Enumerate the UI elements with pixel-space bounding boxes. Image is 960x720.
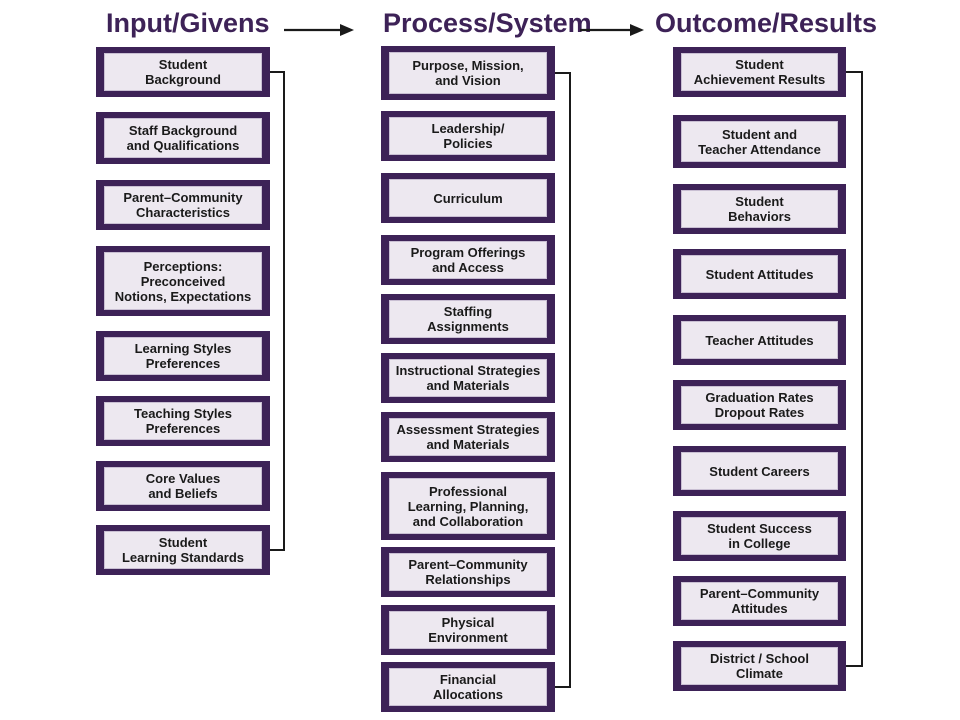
process-box-label: Professional Learning, Planning, and Col…	[407, 483, 529, 529]
outcome-box-3: Student Behaviors	[673, 184, 846, 234]
process-box-label: Parent–Community Relationships	[408, 557, 528, 587]
input-box-label: Core Values and Beliefs	[145, 471, 221, 501]
input-box-3: Parent–Community Characteristics	[96, 180, 270, 230]
process-box-10: Physical Environment	[381, 605, 555, 655]
process-box-label: Assessment Strategies and Materials	[396, 422, 540, 452]
process-box-2: Leadership/ Policies	[381, 111, 555, 161]
outcome-box-label: Parent–Community Attitudes	[699, 586, 820, 616]
input-box-6: Teaching Styles Preferences	[96, 396, 270, 446]
process-box-inner: Curriculum	[389, 179, 547, 217]
outcome-box-inner: Student and Teacher Attendance	[681, 121, 838, 162]
header-input-givens: Input/Givens	[106, 8, 270, 38]
process-box-inner: Physical Environment	[389, 611, 547, 649]
process-box-label: Curriculum	[433, 190, 503, 206]
input-box-inner: Teaching Styles Preferences	[104, 402, 262, 440]
input-box-1: Student Background	[96, 47, 270, 97]
process-box-label: Staffing Assignments	[427, 304, 509, 334]
process-box-inner: Purpose, Mission, and Vision	[389, 52, 547, 94]
process-bracket	[555, 72, 571, 688]
outcome-box-2: Student and Teacher Attendance	[673, 115, 846, 168]
arrow-process-to-outcome	[580, 24, 644, 36]
outcome-box-inner: Student Success in College	[681, 517, 838, 555]
input-box-label: Staff Background and Qualifications	[126, 123, 240, 153]
process-box-inner: Leadership/ Policies	[389, 117, 547, 155]
arrow-input-to-process	[284, 24, 354, 36]
input-box-4: Perceptions: Preconceived Notions, Expec…	[96, 246, 270, 316]
outcome-box-9: Parent–Community Attitudes	[673, 576, 846, 626]
outcome-box-inner: Student Achievement Results	[681, 53, 838, 91]
outcome-box-inner: Teacher Attitudes	[681, 321, 838, 359]
process-box-inner: Staffing Assignments	[389, 300, 547, 338]
input-box-label: Perceptions: Preconceived Notions, Expec…	[114, 258, 252, 304]
outcome-box-7: Student Careers	[673, 446, 846, 496]
outcome-box-5: Teacher Attitudes	[673, 315, 846, 365]
input-box-label: Student Background	[145, 57, 221, 87]
outcome-box-4: Student Attitudes	[673, 249, 846, 299]
input-bracket	[270, 71, 285, 551]
input-box-label: Parent–Community Characteristics	[123, 190, 243, 220]
process-box-3: Curriculum	[381, 173, 555, 223]
input-box-inner: Staff Background and Qualifications	[104, 118, 262, 158]
process-box-5: Staffing Assignments	[381, 294, 555, 344]
input-box-label: Student Learning Standards	[121, 535, 245, 565]
process-box-label: Purpose, Mission, and Vision	[412, 58, 524, 88]
input-box-label: Learning Styles Preferences	[134, 341, 232, 371]
outcome-box-label: Student Success in College	[707, 521, 812, 551]
outcome-box-inner: Parent–Community Attitudes	[681, 582, 838, 620]
process-box-11: Financial Allocations	[381, 662, 555, 712]
process-box-inner: Assessment Strategies and Materials	[389, 418, 547, 456]
process-box-label: Financial Allocations	[432, 672, 504, 702]
process-box-label: Physical Environment	[428, 615, 508, 645]
process-box-inner: Instructional Strategies and Materials	[389, 359, 547, 397]
process-box-inner: Financial Allocations	[389, 668, 547, 706]
outcome-box-label: Teacher Attitudes	[705, 332, 814, 348]
input-box-7: Core Values and Beliefs	[96, 461, 270, 511]
outcome-box-inner: Student Behaviors	[681, 190, 838, 228]
input-box-5: Learning Styles Preferences	[96, 331, 270, 381]
input-box-inner: Student Learning Standards	[104, 531, 262, 569]
process-box-4: Program Offerings and Access	[381, 235, 555, 285]
outcome-box-label: Student Attitudes	[705, 266, 814, 282]
outcome-box-inner: District / School Climate	[681, 647, 838, 685]
outcome-box-inner: Student Attitudes	[681, 255, 838, 293]
outcome-box-6: Graduation Rates Dropout Rates	[673, 380, 846, 430]
input-box-2: Staff Background and Qualifications	[96, 112, 270, 164]
input-box-inner: Perceptions: Preconceived Notions, Expec…	[104, 252, 262, 310]
process-box-label: Leadership/ Policies	[431, 121, 505, 151]
input-box-inner: Core Values and Beliefs	[104, 467, 262, 505]
outcome-box-inner: Student Careers	[681, 452, 838, 490]
process-box-inner: Program Offerings and Access	[389, 241, 547, 279]
input-box-8: Student Learning Standards	[96, 525, 270, 575]
process-box-8: Professional Learning, Planning, and Col…	[381, 472, 555, 540]
process-box-7: Assessment Strategies and Materials	[381, 412, 555, 462]
process-box-1: Purpose, Mission, and Vision	[381, 46, 555, 100]
input-box-label: Teaching Styles Preferences	[133, 406, 232, 436]
outcome-box-label: Student Achievement Results	[693, 57, 826, 87]
outcome-box-label: Student Behaviors	[728, 194, 791, 224]
outcome-bracket	[846, 71, 863, 667]
input-box-inner: Student Background	[104, 53, 262, 91]
outcome-box-label: Student and Teacher Attendance	[698, 126, 821, 157]
process-box-6: Instructional Strategies and Materials	[381, 353, 555, 403]
process-box-label: Instructional Strategies and Materials	[395, 363, 541, 393]
process-box-label: Program Offerings and Access	[410, 245, 526, 275]
outcome-box-label: Graduation Rates Dropout Rates	[705, 390, 814, 420]
outcome-box-inner: Graduation Rates Dropout Rates	[681, 386, 838, 424]
header-process-system: Process/System	[383, 8, 592, 38]
process-box-9: Parent–Community Relationships	[381, 547, 555, 597]
input-box-inner: Learning Styles Preferences	[104, 337, 262, 375]
outcome-box-label: Student Careers	[709, 463, 810, 479]
outcome-box-10: District / School Climate	[673, 641, 846, 691]
header-outcome-results: Outcome/Results	[655, 8, 878, 38]
outcome-box-label: District / School Climate	[710, 651, 809, 681]
process-box-inner: Parent–Community Relationships	[389, 553, 547, 591]
process-box-inner: Professional Learning, Planning, and Col…	[389, 478, 547, 534]
outcome-box-8: Student Success in College	[673, 511, 846, 561]
input-box-inner: Parent–Community Characteristics	[104, 186, 262, 224]
outcome-box-1: Student Achievement Results	[673, 47, 846, 97]
